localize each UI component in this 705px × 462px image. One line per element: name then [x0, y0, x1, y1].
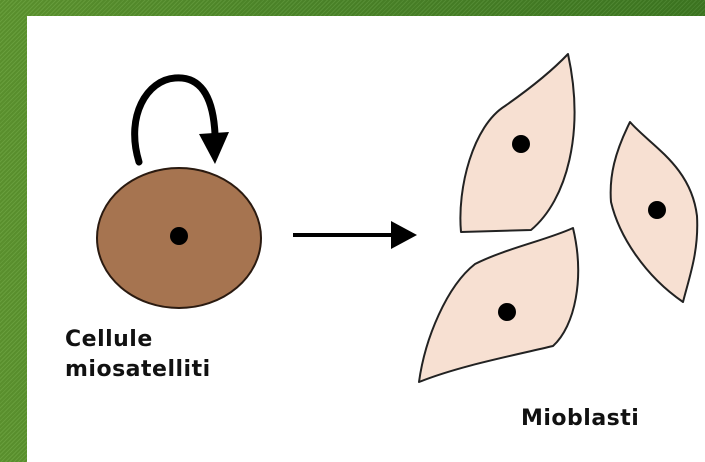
myoblast-1-nucleus — [512, 135, 530, 153]
self-renewal-arrow-icon — [135, 78, 215, 162]
myoblast-cell-3 — [419, 228, 578, 382]
myoblast-2-nucleus — [648, 201, 666, 219]
transition-arrowhead-icon — [391, 221, 417, 249]
satellite-cell-nucleus — [170, 227, 188, 245]
self-renewal-arrowhead-icon — [199, 132, 229, 164]
satellite-cells-label: Cellule miosatelliti — [65, 325, 211, 384]
myoblast-3-nucleus — [498, 303, 516, 321]
myoblasts-label: Mioblasti — [521, 404, 639, 434]
diagram-canvas — [27, 16, 705, 462]
diagram-panel: Cellule miosatelliti Mioblasti — [27, 16, 705, 462]
